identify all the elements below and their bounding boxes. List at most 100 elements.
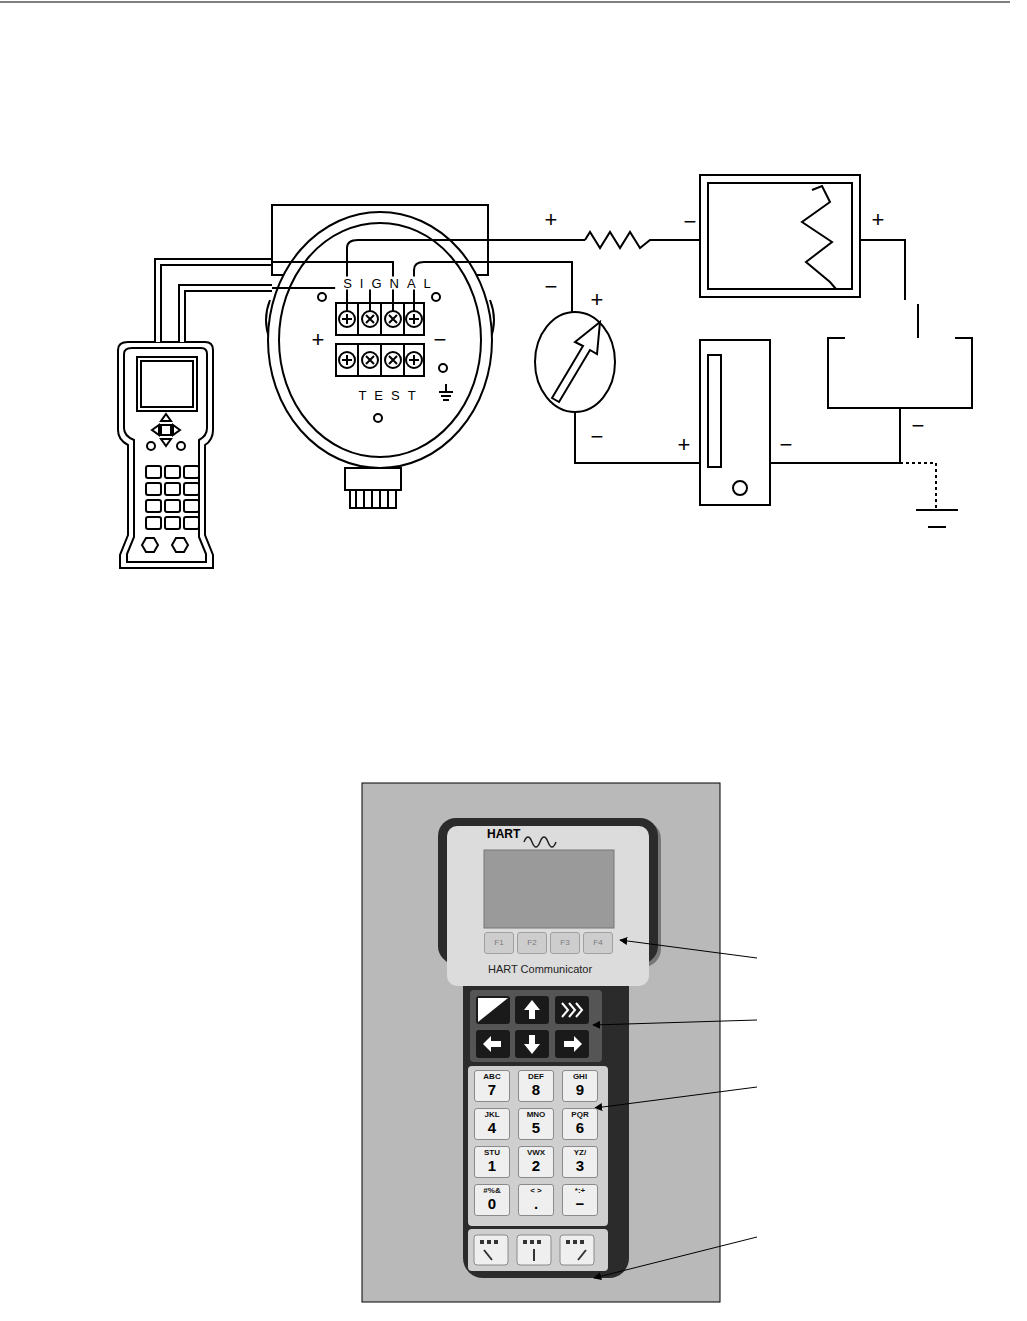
handheld-key [165, 517, 180, 529]
handheld-keypad [146, 466, 199, 529]
screw-head-mark [342, 314, 419, 365]
handheld-key [142, 538, 158, 552]
arrow-mark [524, 1035, 540, 1054]
indicator-knob [733, 481, 747, 495]
handheld-screen [137, 357, 197, 411]
handheld-key [184, 466, 199, 478]
key-digit: 0 [488, 1196, 496, 1213]
terminal-label: SIGNAL [335, 277, 439, 290]
conduit-nut [350, 490, 396, 508]
key-letters: JKL [484, 1111, 499, 1120]
device-handle [463, 948, 629, 1278]
leader-line [620, 940, 757, 958]
leader-line [593, 1020, 757, 1025]
indicator [700, 340, 770, 505]
polarity-sign: − [912, 415, 925, 437]
chart-recorder-window [708, 183, 852, 289]
power-key [476, 996, 510, 1024]
softkey-label: F2 [527, 939, 536, 948]
polarity-sign: + [872, 209, 885, 231]
indicator-scale [708, 355, 721, 467]
nav-arrow [152, 425, 159, 435]
cable [182, 288, 272, 342]
key-letters: PQR [571, 1111, 588, 1120]
keypad-key: GHI9 [562, 1070, 598, 1102]
keypad-key: DEF8 [518, 1070, 554, 1102]
arrow-mark [483, 1036, 501, 1052]
arrow-key [515, 996, 549, 1024]
polarity-sign: − [684, 211, 697, 233]
nav-keypad [470, 990, 602, 1062]
keypad-key: JKL4 [474, 1108, 510, 1140]
keypad-key: *:+− [562, 1184, 598, 1216]
arrow-key [555, 1030, 589, 1058]
housing-rim [279, 223, 481, 457]
hot-key [555, 996, 589, 1024]
keypad-key: #%&0 [474, 1184, 510, 1216]
key-letters: GHI [573, 1073, 587, 1082]
action-key [474, 1235, 508, 1265]
ground-symbol [916, 510, 958, 527]
device-screen [484, 850, 614, 928]
conduit-fitting [345, 468, 401, 490]
key-letters: STU [484, 1149, 500, 1158]
screw-hole [374, 414, 382, 422]
softkey-label: F4 [593, 939, 602, 948]
key-letters: *:+ [575, 1187, 585, 1196]
function-key: F4 [583, 932, 613, 954]
number-keypad [468, 1066, 608, 1226]
page-rule [0, 2, 1010, 3]
polarity-sign: − [780, 434, 793, 456]
softkey-label: F1 [494, 939, 503, 948]
polarity-sign: − [434, 329, 447, 351]
device-name: HART Communicator [488, 964, 592, 975]
key-letters: ABC [483, 1073, 500, 1082]
screw-hole [318, 293, 326, 301]
photo-frame [362, 783, 720, 1302]
handheld-key [184, 483, 199, 495]
key-digit: 3 [576, 1158, 584, 1175]
arrow-key [476, 1030, 510, 1058]
leader-line [594, 1237, 757, 1278]
transmitter-housing [268, 212, 492, 468]
action-key-mark [480, 1240, 584, 1244]
logo-wave [524, 837, 556, 847]
polarity-sign: − [591, 426, 604, 448]
brand-logo: HART [487, 828, 520, 840]
function-key: F1 [484, 932, 514, 954]
cable-core [158, 262, 272, 342]
hot-key-mark [562, 1003, 582, 1017]
screw-hole [439, 364, 447, 372]
screw-hole [432, 293, 440, 301]
terminals [339, 311, 422, 368]
power-supply [828, 338, 972, 408]
action-key-mark [484, 1249, 586, 1261]
function-key: F2 [517, 932, 547, 954]
key-digit: 8 [532, 1082, 540, 1099]
handheld-key [146, 517, 161, 529]
terminal-label: TEST [350, 389, 423, 402]
key-letters: #%& [483, 1187, 500, 1196]
nav-key [161, 425, 171, 435]
key-digit: 9 [576, 1082, 584, 1099]
nav-key [147, 442, 155, 450]
nav-arrow [173, 425, 180, 435]
communicator-wire [272, 288, 370, 311]
handheld-key [172, 538, 188, 552]
polarity-sign: + [312, 329, 325, 351]
keypad-key: ABC7 [474, 1070, 510, 1102]
polarity-sign: + [591, 289, 604, 311]
device-faceplate [447, 826, 649, 986]
keypad-key: PQR6 [562, 1108, 598, 1140]
keypad-key: VWX2 [518, 1146, 554, 1178]
arrow-mark [564, 1036, 582, 1052]
key-digit: 4 [488, 1120, 496, 1137]
cable [158, 262, 272, 342]
action-keypad [468, 1229, 608, 1271]
handheld-key [165, 500, 180, 512]
nav-arrow [161, 439, 171, 446]
terminal-divider [358, 303, 404, 376]
handheld-key [146, 483, 161, 495]
